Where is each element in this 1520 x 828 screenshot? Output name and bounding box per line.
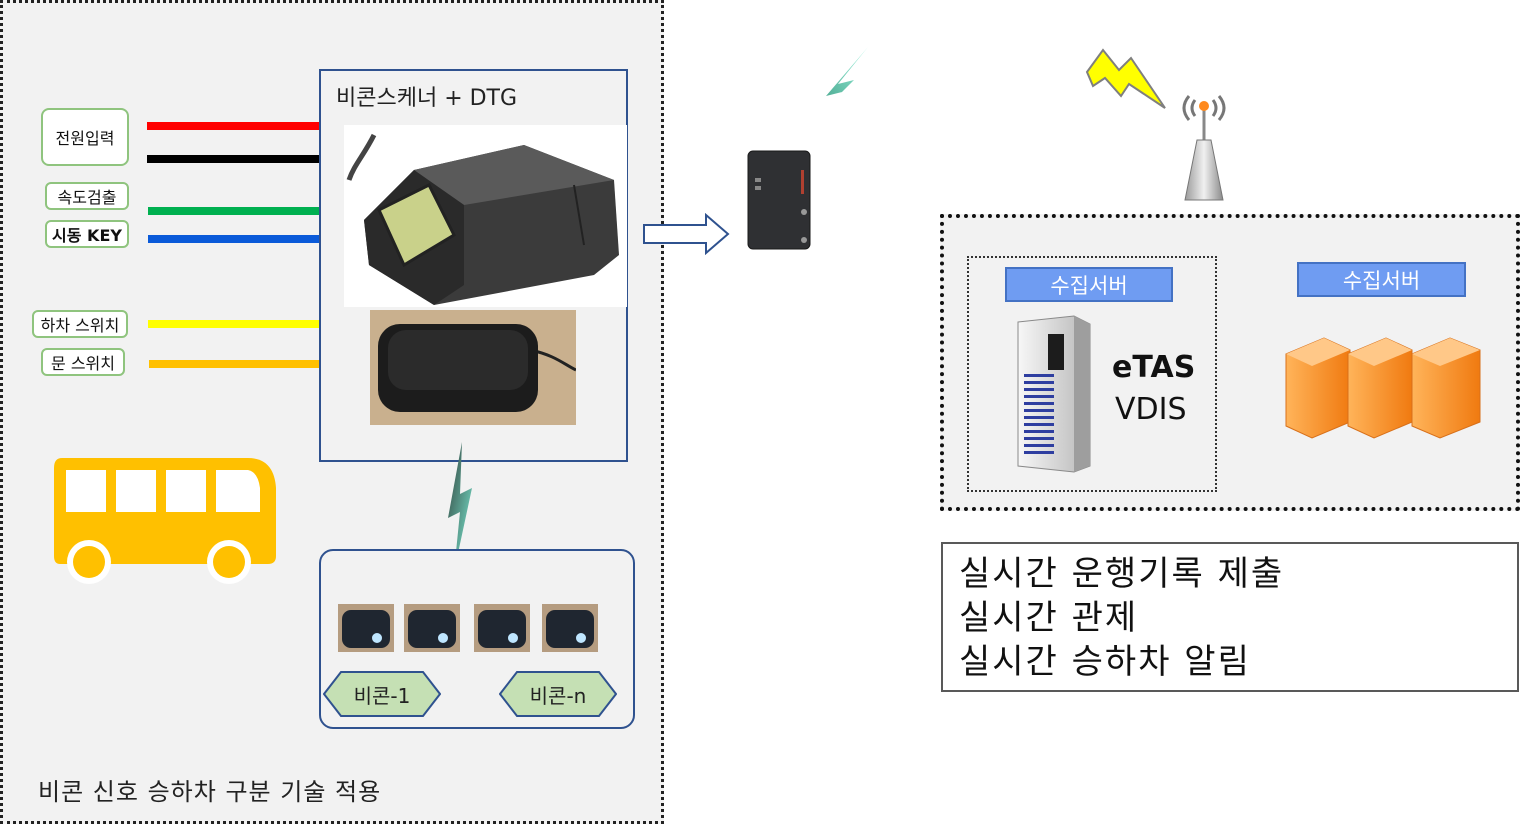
beacon-device-4 [542, 604, 598, 652]
server-tower-icon [1017, 315, 1091, 473]
wireless-signal-icon [448, 442, 472, 572]
collection-server-label-1: 수집서버 [1005, 267, 1173, 302]
scanner-title: 비콘스케너 + DTG [336, 86, 518, 111]
feature-realtime-control: 실시간 관제 [959, 598, 1139, 638]
lte-modem-device [747, 150, 811, 250]
power-input-label: 전원입력 [41, 108, 129, 166]
vdis-system-name: VDIS [1115, 392, 1187, 427]
alight-switch-wire [148, 320, 323, 328]
collection-server-label-2: 수집서버 [1297, 262, 1466, 297]
feature-realtime-log: 실시간 운행기록 제출 [959, 554, 1285, 594]
door-switch-label: 문 스위치 [41, 348, 125, 376]
lightning-bolt-icon [1085, 48, 1166, 109]
etas-server-box [967, 256, 1217, 492]
beacon-scanner-image [370, 310, 576, 425]
server-box-2 [1347, 337, 1413, 439]
server-box-1 [1285, 337, 1351, 439]
service-features-box: 실시간 운행기록 제출 실시간 관제 실시간 승하차 알림 [941, 542, 1519, 692]
etas-system-name: eTAS [1112, 350, 1196, 385]
beacon-1-tag: 비콘-1 [323, 671, 441, 717]
beacon-devices [338, 604, 598, 652]
ignition-wire [148, 235, 325, 243]
dtg-device-image [344, 125, 627, 307]
beacon-device-3 [474, 604, 530, 652]
server-cluster-icon [1285, 337, 1481, 439]
feature-realtime-boarding: 실시간 승하차 알림 [959, 642, 1251, 682]
door-switch-wire [149, 360, 326, 368]
antenna-tower-icon [1182, 95, 1226, 201]
bus-icon [54, 458, 276, 584]
power-positive-wire [147, 122, 321, 130]
alight-switch-label: 하차 스위치 [32, 310, 128, 338]
beacon-n-tag: 비콘-n [499, 671, 617, 717]
beacon-device-1 [338, 604, 394, 652]
power-negative-wire [147, 155, 321, 163]
technology-caption: 비콘 신호 승하차 구분 기술 적용 [38, 778, 382, 806]
wireless-signal-icon-2 [810, 47, 868, 124]
ignition-key-label: 시동 KEY [45, 220, 129, 248]
server-box-3 [1411, 337, 1481, 439]
beacon-device-2 [404, 604, 460, 652]
speed-detect-label: 속도검출 [45, 182, 129, 210]
transmit-arrow [643, 213, 730, 255]
speed-wire [148, 207, 326, 215]
